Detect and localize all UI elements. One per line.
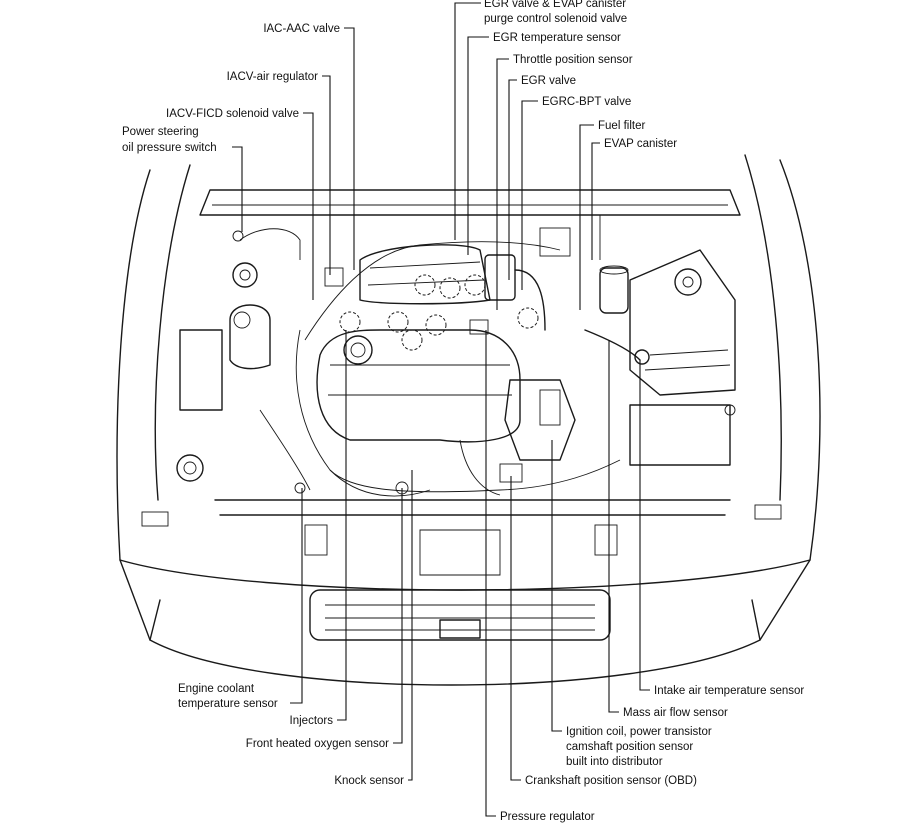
label-ignition-coil-line1: Ignition coil, power transistor xyxy=(566,726,712,738)
label-intake-air-temperature-sensor: Intake air temperature sensor xyxy=(654,685,804,697)
label-egr-canister-line1: EGR valve & EVAP canister xyxy=(484,0,626,10)
label-knock-sensor: Knock sensor xyxy=(334,775,404,787)
engine-bay-illustration xyxy=(116,154,821,686)
label-ignition-coil-line3: built into distributor xyxy=(566,756,663,768)
label-egr-canister-line2: purge control solenoid valve xyxy=(484,13,627,25)
label-front-heated-oxygen-sensor: Front heated oxygen sensor xyxy=(246,738,389,750)
component-labels: EGR valve & EVAP canister purge control … xyxy=(122,0,804,823)
label-crankshaft-position-sensor: Crankshaft position sensor (OBD) xyxy=(525,775,697,787)
label-egr-temperature-sensor: EGR temperature sensor xyxy=(493,32,621,44)
label-evap-canister: EVAP canister xyxy=(604,138,677,150)
label-coolant-sensor-line1: Engine coolant xyxy=(178,683,255,695)
label-iac-aac-valve: IAC-AAC valve xyxy=(263,23,340,35)
leader-lines xyxy=(232,2,650,817)
label-injectors: Injectors xyxy=(290,715,334,727)
label-ignition-coil-line2: camshaft position sensor xyxy=(566,741,693,753)
label-pressure-regulator: Pressure regulator xyxy=(500,811,595,823)
label-iacv-air-regulator: IACV-air regulator xyxy=(227,71,319,83)
label-mass-air-flow-sensor: Mass air flow sensor xyxy=(623,707,728,719)
label-iacv-ficd-solenoid-valve: IACV-FICD solenoid valve xyxy=(166,108,299,120)
label-throttle-position-sensor: Throttle position sensor xyxy=(513,54,633,66)
label-power-steering-line2: oil pressure switch xyxy=(122,142,217,154)
label-egr-valve: EGR valve xyxy=(521,75,576,87)
label-egrc-bpt-valve: EGRC-BPT valve xyxy=(542,96,631,108)
label-power-steering-line1: Power steering xyxy=(122,126,199,138)
label-fuel-filter: Fuel filter xyxy=(598,120,645,132)
label-coolant-sensor-line2: temperature sensor xyxy=(178,698,278,710)
